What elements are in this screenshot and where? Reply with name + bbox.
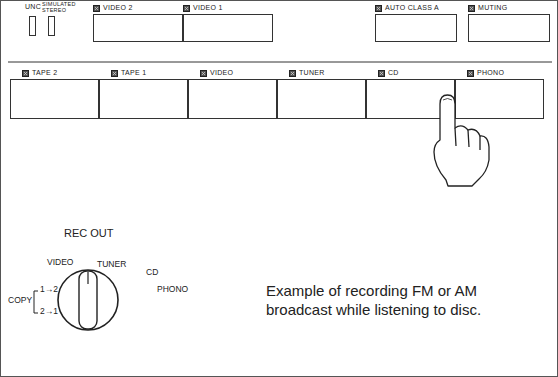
push-button: MUTING bbox=[468, 4, 550, 42]
push-button: VIDEO bbox=[188, 69, 277, 119]
push-button: PHONO bbox=[455, 69, 544, 119]
knob-position: PHONO bbox=[157, 285, 188, 294]
label-marker bbox=[200, 70, 207, 77]
indicator-lamp: UNC bbox=[24, 3, 44, 36]
label-row: AUTO CLASS A bbox=[375, 4, 457, 12]
button-face bbox=[93, 14, 183, 42]
button-label: PHONO bbox=[477, 69, 504, 77]
button-label: CD bbox=[388, 69, 399, 77]
label-row: TAPE 2 bbox=[10, 69, 99, 77]
rec-out-knob bbox=[34, 270, 118, 330]
button-label: UNC bbox=[25, 3, 41, 11]
button-face bbox=[99, 79, 188, 119]
label-marker bbox=[378, 70, 385, 77]
button-label: TUNER bbox=[299, 69, 325, 77]
push-button: CD bbox=[366, 69, 455, 119]
knob-position: COPY bbox=[8, 296, 32, 305]
label-row: TAPE 1 bbox=[99, 69, 188, 77]
label-row: SIMULATED STEREO bbox=[42, 1, 72, 13]
indicator-lamp: SIMULATED STEREO bbox=[42, 1, 72, 36]
knob-position: TUNER bbox=[97, 260, 126, 269]
label-row: MUTING bbox=[468, 4, 550, 12]
button-face bbox=[455, 79, 544, 119]
button-face bbox=[468, 14, 550, 42]
push-button: VIDEO 1 bbox=[183, 4, 273, 42]
caption: Example of recording FM or AM broadcast … bbox=[266, 281, 506, 319]
knob-position: VIDEO bbox=[47, 258, 73, 267]
panel-line bbox=[8, 62, 552, 63]
button-label: TAPE 1 bbox=[121, 69, 146, 77]
button-face bbox=[375, 14, 457, 42]
button-face bbox=[10, 79, 99, 119]
lamp-window bbox=[29, 16, 36, 36]
knob-position: 1→2 bbox=[40, 285, 58, 294]
label-row: VIDEO 2 bbox=[93, 4, 183, 12]
button-label: VIDEO 1 bbox=[193, 4, 223, 12]
label-marker bbox=[111, 70, 118, 77]
button-label: MUTING bbox=[478, 4, 507, 12]
label-marker bbox=[375, 5, 382, 12]
button-label: VIDEO bbox=[210, 69, 233, 77]
label-row: PHONO bbox=[455, 69, 544, 77]
label-row: TUNER bbox=[277, 69, 366, 77]
knob-position: 2→1 bbox=[40, 307, 58, 316]
button-label: AUTO CLASS A bbox=[385, 4, 439, 12]
button-label: TAPE 2 bbox=[32, 69, 57, 77]
label-marker bbox=[22, 70, 29, 77]
label-marker bbox=[93, 5, 100, 12]
label-row: VIDEO bbox=[188, 69, 277, 77]
push-button: AUTO CLASS A bbox=[375, 4, 457, 42]
push-button: TAPE 1 bbox=[99, 69, 188, 119]
label-marker bbox=[289, 70, 296, 77]
button-face bbox=[366, 79, 455, 119]
label-row: CD bbox=[366, 69, 455, 77]
lamp-window bbox=[48, 16, 55, 36]
push-button: VIDEO 2 bbox=[93, 4, 183, 42]
label-marker bbox=[468, 5, 475, 12]
label-row: UNC bbox=[24, 3, 44, 11]
label-marker bbox=[467, 70, 474, 77]
label-marker bbox=[183, 5, 190, 12]
push-button: TAPE 2 bbox=[10, 69, 99, 119]
label-row: VIDEO 1 bbox=[183, 4, 273, 12]
knob-title: REC OUT bbox=[64, 228, 114, 239]
knob-position: CD bbox=[146, 268, 158, 277]
push-button: TUNER bbox=[277, 69, 366, 119]
button-face bbox=[183, 14, 273, 42]
button-label: SIMULATED STEREO bbox=[42, 1, 68, 13]
button-face bbox=[277, 79, 366, 119]
button-face bbox=[188, 79, 277, 119]
button-label: VIDEO 2 bbox=[103, 4, 133, 12]
